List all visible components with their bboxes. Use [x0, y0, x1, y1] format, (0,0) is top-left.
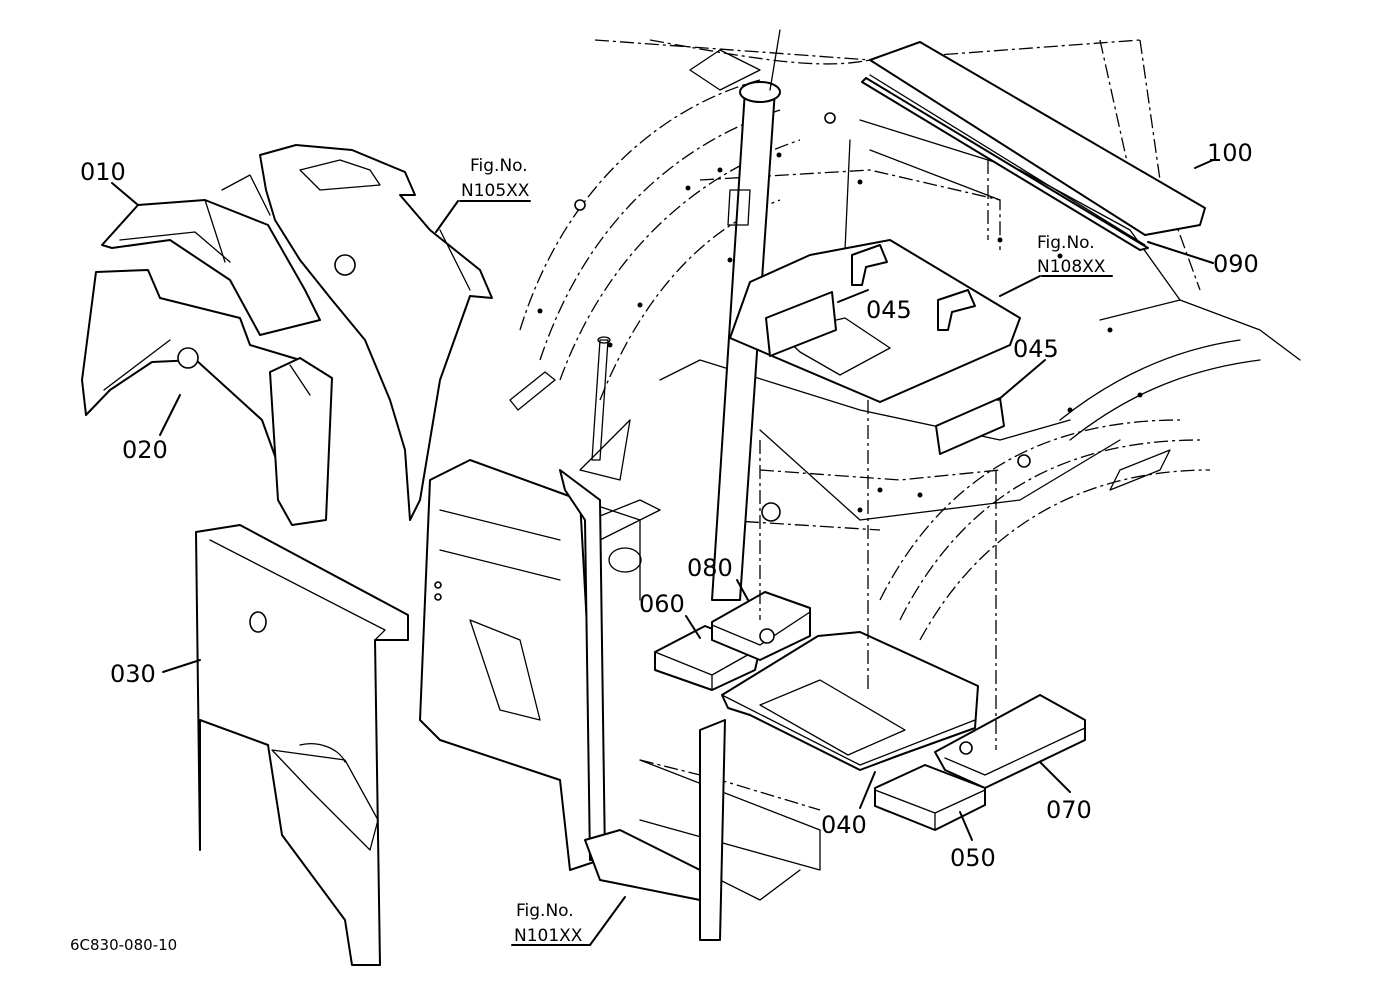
seat-base-panel — [729, 239, 1021, 403]
drawing-code: 6C830-080-10 — [70, 936, 177, 954]
callout-050: 050 — [950, 844, 996, 872]
callout-020: 020 — [122, 436, 168, 464]
fig-label-n101: Fig.No. — [516, 901, 574, 921]
part-070-mat — [934, 694, 1086, 789]
figure-reference-n108: Fig.No. N108XX — [1037, 233, 1106, 277]
callout-080: 080 — [687, 554, 733, 582]
fig-code-n108: N108XX — [1037, 257, 1106, 277]
leader-lines — [111, 159, 1214, 946]
center-console-panel — [419, 459, 601, 871]
callout-100: 100 — [1207, 139, 1253, 167]
callout-030: 030 — [110, 660, 156, 688]
front-pillar-step — [559, 469, 726, 941]
figure-reference-n101: Fig.No. N101XX — [514, 901, 583, 946]
callout-045-lower: 045 — [1013, 335, 1059, 363]
part-040-floor-mat — [721, 631, 979, 771]
callout-010: 010 — [80, 158, 126, 186]
figure-reference-n105: Fig.No. N105XX — [461, 156, 530, 201]
cab-floor-structure — [519, 112, 1301, 901]
callout-040: 040 — [821, 811, 867, 839]
callout-labels: 010 020 030 040 045 045 050 060 070 080 … — [80, 139, 1259, 872]
part-050-mat — [874, 764, 986, 831]
part-080-mat — [711, 591, 811, 661]
fig-code-n101: N101XX — [514, 926, 583, 946]
part-100-trim-strip — [861, 41, 1206, 251]
callout-090: 090 — [1213, 250, 1259, 278]
callout-045-upper: 045 — [866, 296, 912, 324]
fig-label-n105: Fig.No. — [470, 156, 528, 176]
part-020-inner-bracket — [269, 357, 333, 526]
part-010-fender-cover — [101, 199, 321, 336]
part-030-front-cover — [195, 524, 409, 966]
callout-070: 070 — [1046, 796, 1092, 824]
fig-label-n108: Fig.No. — [1037, 233, 1095, 253]
fig-code-n105: N105XX — [461, 181, 530, 201]
callout-060: 060 — [639, 590, 685, 618]
fender-shell — [221, 144, 493, 521]
part-045-pads — [765, 291, 1005, 455]
assembly-centerlines — [759, 400, 997, 750]
cab-pillar — [689, 29, 781, 601]
